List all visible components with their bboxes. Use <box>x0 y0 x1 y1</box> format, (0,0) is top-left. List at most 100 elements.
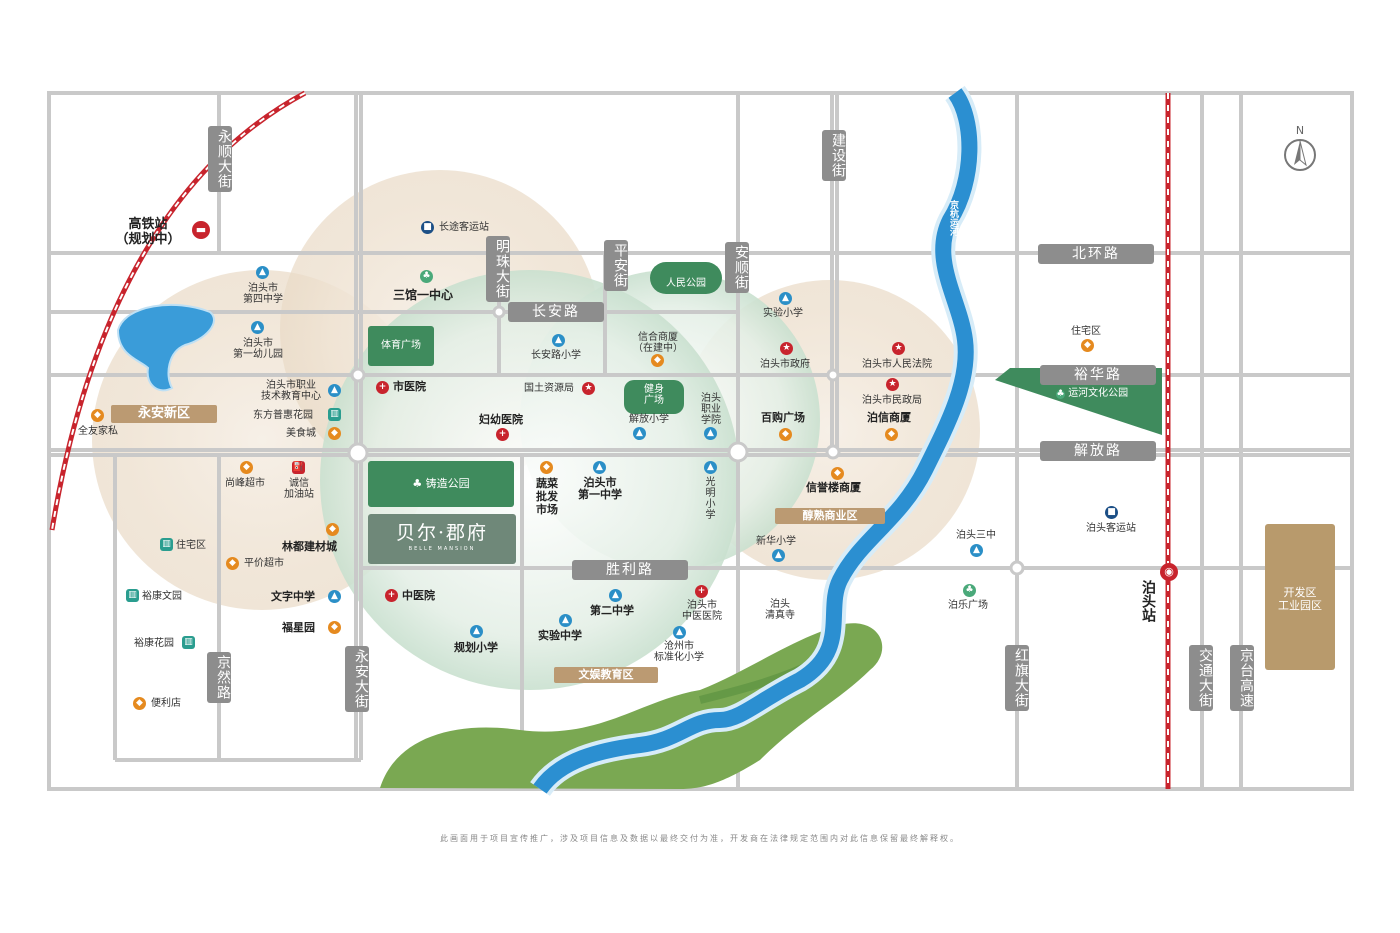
road-label-beihuan: 北环路 <box>1038 244 1154 264</box>
road-label-yongshun: 永顺大街 <box>208 126 232 192</box>
poi-baigou: 百购广场 <box>761 411 805 424</box>
poi-xinyu: 信誉楼商厦 <box>806 481 861 494</box>
poi-sanguan: 三馆一中心 <box>393 288 454 302</box>
compass-north-label: N <box>1295 124 1305 137</box>
bus-icon: ■ <box>1105 506 1118 519</box>
shop-icon: ◆ <box>831 467 844 480</box>
tree-icon: ♣ <box>420 270 433 283</box>
hsr-station-label: 高铁站（规划中） <box>115 217 181 247</box>
road-label-jiaotong: 交通大街 <box>1189 645 1213 711</box>
poi-yukang-hua: 裕康花园 <box>134 638 174 649</box>
government-icon: ★ <box>780 342 793 355</box>
project-sub: BELLE MANSION <box>408 546 476 552</box>
zone-commercial: 醇熟商业区 <box>775 508 885 524</box>
shop-icon: ◆ <box>779 428 792 441</box>
poi-tcm-west: 中医院 <box>402 589 435 602</box>
shop-icon: ◆ <box>328 427 341 440</box>
sports-square: 体育广场 <box>368 326 434 366</box>
poi-linda: 林都建材城 <box>282 540 337 553</box>
poi-vegetable: 蔬菜 批发 市场 <box>536 477 558 516</box>
road-label-jianshe: 建设街 <box>822 130 846 181</box>
poi-convenience: 便利店 <box>151 698 181 709</box>
project-box[interactable]: 贝尔·郡府 BELLE MANSION <box>368 514 516 564</box>
poi-no2-middle: 第二中学 <box>590 604 634 617</box>
bus-icon: ■ <box>421 221 434 234</box>
poi-gov: 泊头市政府 <box>760 359 810 370</box>
road-label-yongan: 永安大街 <box>345 646 369 712</box>
road-label-yuhua: 裕华路 <box>1040 365 1156 385</box>
poi-shiyan-primary: 实验小学 <box>763 308 803 319</box>
poi-xinhua: 新华小学 <box>756 536 796 547</box>
road-label-shengli: 胜利路 <box>572 560 688 580</box>
disclaimer: 此画面用于项目宣传推广，涉及项目信息及数据以最终交付为准，开发商在法律规定范围内… <box>440 834 960 843</box>
school-icon: ▲ <box>593 461 606 474</box>
road-label-hongqi: 红旗大街 <box>1005 645 1029 711</box>
development-zone: 开发区工业园区 <box>1265 524 1335 670</box>
poi-wenzi: 文字中学 <box>271 590 315 603</box>
poi-vocational: 泊头市职业 技术教育中心 <box>261 380 321 402</box>
high-speed-railway <box>49 90 307 531</box>
shop-icon: ◆ <box>328 621 341 634</box>
school-icon: ▲ <box>609 589 622 602</box>
road-label-jiefang: 解放路 <box>1040 441 1156 461</box>
poi-shangfeng: 尚峰超市 <box>225 478 265 489</box>
lake <box>116 303 215 392</box>
poi-dongfang: 东方普惠花园 <box>253 410 313 421</box>
school-icon: ▲ <box>328 384 341 397</box>
government-icon: ★ <box>582 382 595 395</box>
wetland <box>380 623 883 789</box>
poi-no4-school: 泊头市 第四中学 <box>243 283 283 305</box>
residence-icon: ▥ <box>160 538 173 551</box>
shop-icon: ◆ <box>651 354 664 367</box>
poi-chengxin: 诚信 加油站 <box>284 478 314 500</box>
poi-land-bureau: 国土资源局 <box>524 383 574 394</box>
poi-city-hospital: 市医院 <box>393 380 426 393</box>
school-icon: ▲ <box>704 427 717 440</box>
shop-icon: ◆ <box>326 523 339 536</box>
poi-mosque: 泊头 清真寺 <box>765 599 795 621</box>
poi-yukang-wen: 裕康文园 <box>142 591 182 602</box>
hospital-icon: + <box>385 589 398 602</box>
poi-fuxing: 福星园 <box>282 621 315 634</box>
school-icon: ▲ <box>251 321 264 334</box>
road-label-mingzhu: 明珠大街 <box>486 236 510 302</box>
poi-vocational-college: 泊头 职业 学院 <box>701 393 721 426</box>
school-icon: ▲ <box>779 292 792 305</box>
shop-icon: ◆ <box>226 557 239 570</box>
poi-civil: 泊头市民政局 <box>862 395 922 406</box>
fitness-square: 健身广场 <box>624 380 684 414</box>
school-icon: ▲ <box>673 626 686 639</box>
poi-jiefang-school: 解放小学 <box>629 414 669 425</box>
shop-icon: ◆ <box>885 428 898 441</box>
poi-botou-bus: 泊头客运站 <box>1086 523 1136 534</box>
poi-guihua: 规划小学 <box>454 641 498 654</box>
poi-food-city: 美食城 <box>286 428 316 439</box>
poi-long-bus: 长途客运站 <box>439 222 489 233</box>
fuel-icon: ⛽ <box>292 461 305 474</box>
river-label: 京杭运河 <box>948 200 958 236</box>
school-icon: ▲ <box>772 549 785 562</box>
shop-icon: ◆ <box>133 697 146 710</box>
poi-bole-square: 泊乐广场 <box>948 600 988 611</box>
road-label-changan: 长安路 <box>508 302 604 322</box>
poi-xinhe: 信合商厦 （在建中） <box>633 332 683 354</box>
zone-yongan-new: 永安新区 <box>111 405 217 423</box>
poi-pingjia: 平价超市 <box>244 558 284 569</box>
residence-icon: ▥ <box>328 408 341 421</box>
shop-icon: ◆ <box>91 409 104 422</box>
poi-maternity: 妇幼医院 <box>479 413 523 426</box>
poi-guangming: 光 明 小 学 <box>705 477 716 521</box>
poi-residential-ne: 住宅区 <box>1071 326 1101 337</box>
hospital-icon: + <box>496 428 509 441</box>
shop-icon: ◆ <box>1081 339 1094 352</box>
shop-icon: ◆ <box>240 461 253 474</box>
canal-culture-park: ♣ 运河文化公园 <box>1056 388 1129 399</box>
hospital-icon: + <box>695 585 708 598</box>
poi-no3-school: 泊头三中 <box>956 530 996 541</box>
hsr-station-icon: ▬ <box>192 221 210 239</box>
school-icon: ▲ <box>559 614 572 627</box>
poi-residential-w: 住宅区 <box>176 540 206 551</box>
school-icon: ▲ <box>704 461 717 474</box>
road-label-anshun: 安顺街 <box>725 242 749 293</box>
residence-icon: ▥ <box>126 589 139 602</box>
